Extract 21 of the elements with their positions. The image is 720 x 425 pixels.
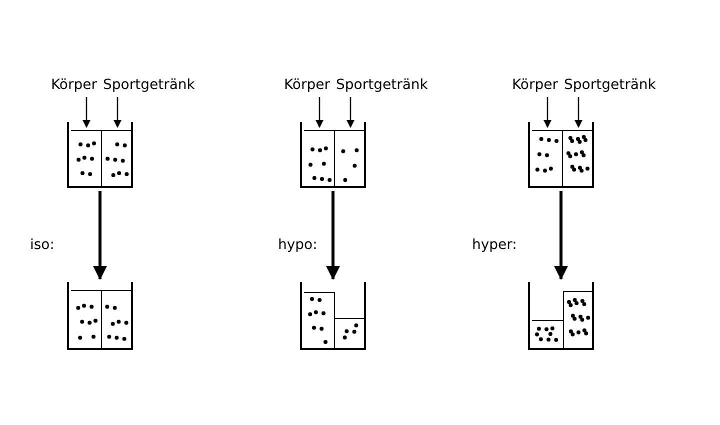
arrow	[316, 97, 324, 128]
compartment-label: Körper	[0, 76, 97, 94]
compartment-label: Körper	[458, 76, 558, 94]
arrow	[544, 97, 552, 128]
arrow	[346, 97, 354, 128]
beaker	[67, 282, 133, 350]
beaker	[300, 122, 366, 188]
compartment-label: Sportgetränk	[564, 76, 684, 94]
beaker	[300, 282, 366, 350]
arrow	[93, 191, 107, 280]
compartment-label: Körper	[230, 76, 330, 94]
arrow	[574, 97, 582, 128]
arrow	[114, 97, 122, 128]
beaker	[67, 122, 133, 188]
beaker	[528, 122, 594, 188]
compartment-label: Sportgetränk	[103, 76, 223, 94]
arrow	[326, 191, 340, 280]
compartment-label: Sportgetränk	[336, 76, 456, 94]
beaker	[528, 282, 594, 350]
arrow	[82, 97, 90, 128]
arrow	[554, 191, 568, 280]
